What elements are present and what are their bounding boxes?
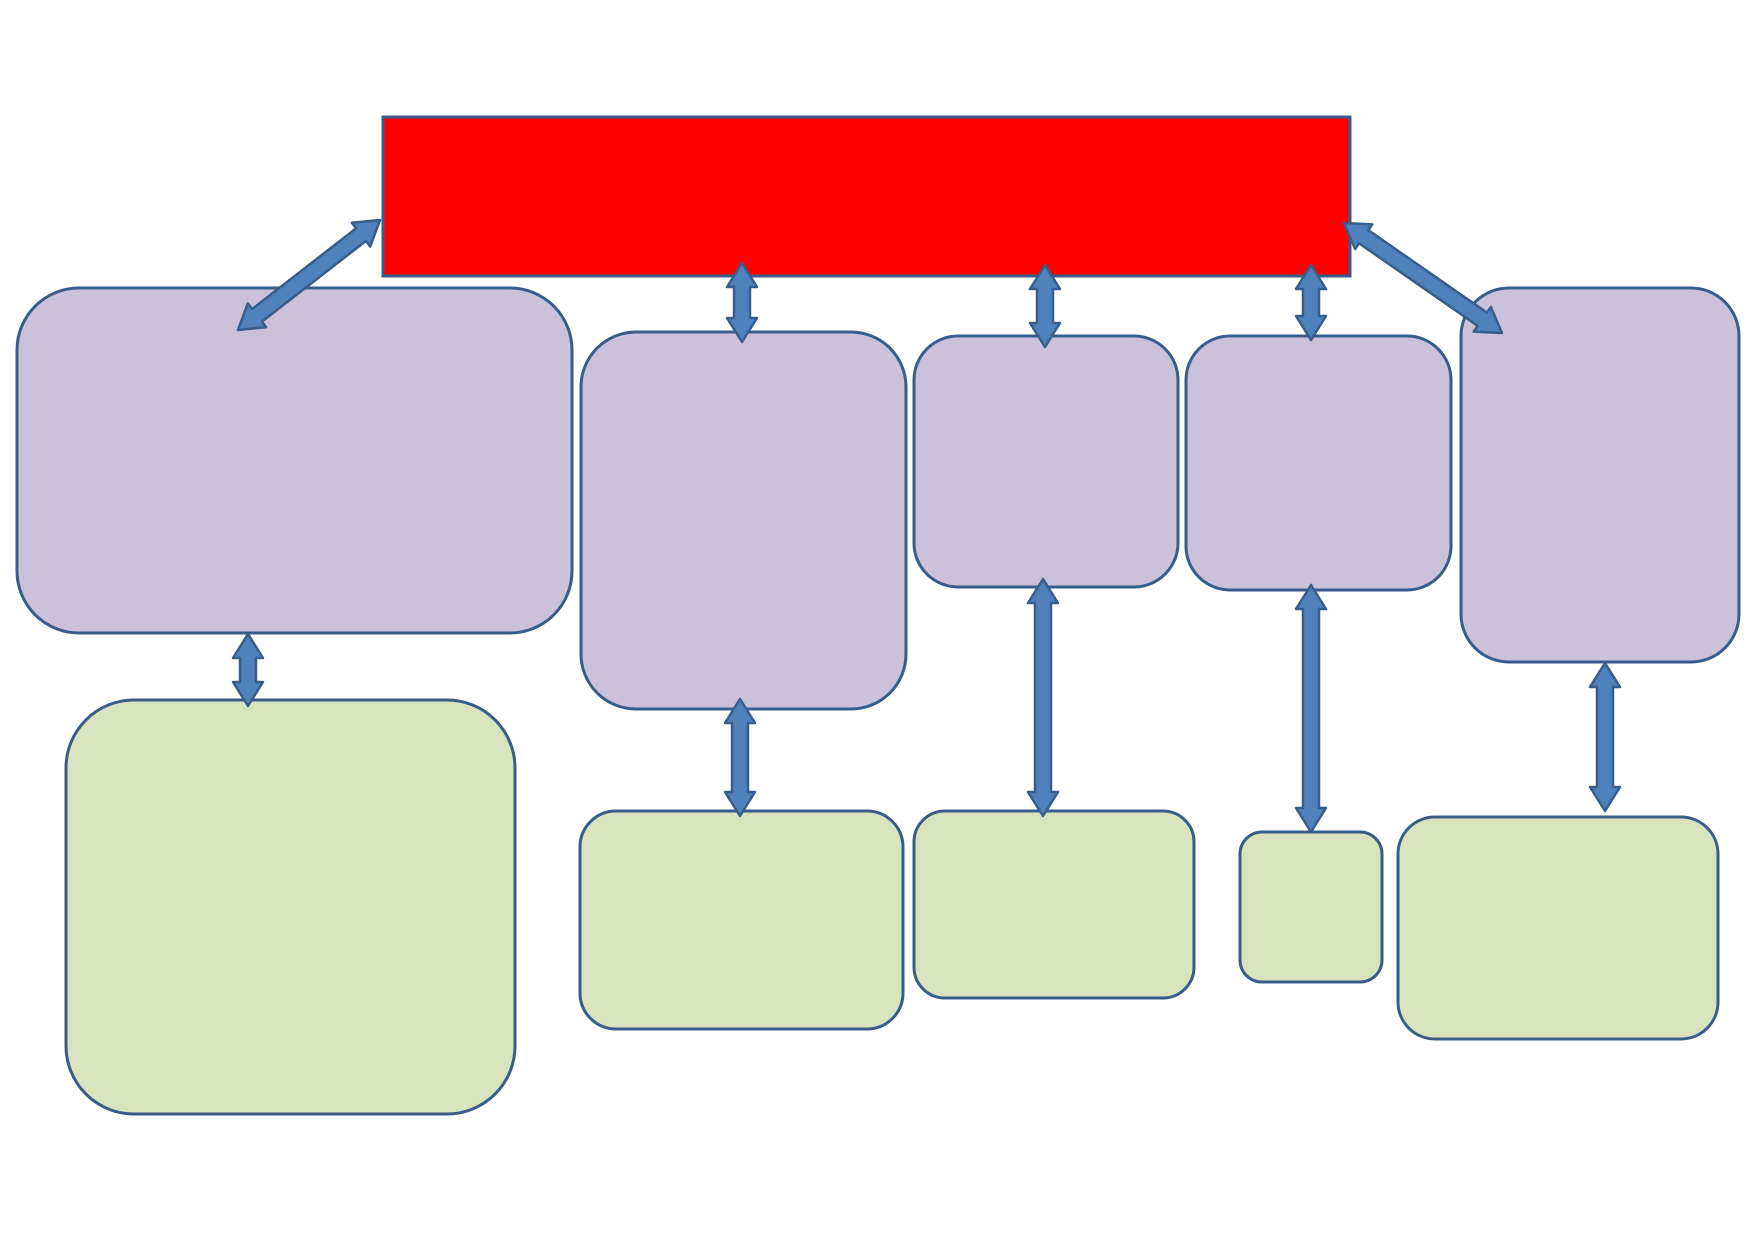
middle-box-4: [1184, 334, 1453, 592]
header-box: [381, 115, 1352, 278]
arrow-header-to-middle-4: [1294, 263, 1328, 342]
middle-box-5: [1459, 286, 1741, 664]
bottom-box-4: [1238, 830, 1384, 984]
bottom-box-5: [1396, 815, 1720, 1041]
middle-box-3: [912, 334, 1180, 589]
arrow-header-to-middle-2: [725, 261, 759, 344]
arrow-middle-to-bottom-5: [1588, 661, 1622, 813]
bottom-box-3: [912, 809, 1196, 1000]
arrow-header-to-middle-5: [1342, 221, 1504, 335]
arrow-middle-to-bottom-4: [1294, 583, 1328, 834]
arrow-middle-to-bottom-2: [723, 697, 757, 818]
connector-arrows: [231, 218, 1622, 834]
middle-box-1: [15, 286, 574, 635]
arrow-header-to-middle-3: [1028, 263, 1062, 349]
arrow-middle-to-bottom-3: [1026, 577, 1060, 818]
bottom-box-1: [64, 698, 517, 1116]
arrow-middle-to-bottom-1: [231, 632, 265, 708]
arrow-header-to-middle-1: [236, 218, 382, 332]
middle-box-2: [579, 330, 908, 711]
bottom-box-2: [578, 809, 905, 1031]
